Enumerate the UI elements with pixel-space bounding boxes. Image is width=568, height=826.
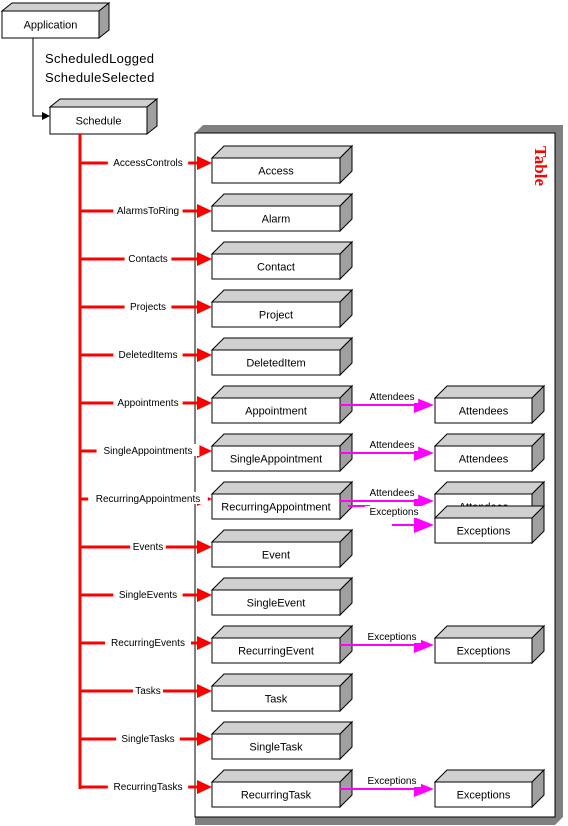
collection-arrowhead (197, 252, 212, 266)
child-arrowhead (414, 397, 434, 413)
recurring-appointment-box[interactable]: RecurringAppointment (210, 480, 354, 521)
application-label: Application (24, 20, 78, 32)
task-box[interactable]: Task (210, 672, 354, 713)
child-exceptions-box[interactable]: Exceptions (433, 624, 546, 665)
child-attendees-box[interactable]: Attendees (433, 384, 546, 425)
application-box[interactable]: Application (0, 1, 111, 40)
task-box-label: Task (265, 694, 288, 706)
table-panel (194, 132, 556, 818)
collection-arrowhead (197, 396, 212, 410)
child-exceptions-box[interactable]: Exceptions (433, 504, 546, 545)
appointment-box-label: Appointment (245, 406, 307, 418)
event-label-schedule-selected: ScheduleSelected (45, 70, 155, 85)
access-box-label: Access (258, 166, 294, 178)
collection-edge-label: DeletedItems (119, 350, 178, 361)
event-label-scheduled-logged: ScheduledLogged (45, 51, 154, 66)
collection-row-appointments: AppointmentsAppointmentAttendeesAttendee… (80, 384, 546, 425)
child-attendees-box-label: Attendees (459, 406, 509, 418)
project-box[interactable]: Project (210, 288, 354, 329)
child-exceptions-box-label: Exceptions (457, 790, 511, 802)
collection-row-recurring-tasks: RecurringTasksRecurringTaskExceptionsExc… (80, 768, 546, 809)
child-arrowhead (414, 493, 434, 509)
child-attendees-box[interactable]: Attendees (433, 432, 546, 473)
contact-box[interactable]: Contact (210, 240, 354, 281)
child-exceptions-box-label: Exceptions (457, 526, 511, 538)
access-box[interactable]: Access (210, 144, 354, 185)
collection-arrowhead (197, 780, 212, 794)
recurring-event-box[interactable]: RecurringEvent (210, 624, 354, 665)
collection-edge-label: RecurringEvents (111, 638, 185, 649)
child-arrowhead (414, 517, 434, 533)
collection-edge-label: SingleTasks (121, 734, 174, 745)
child-edge-label: Exceptions (368, 632, 417, 643)
collection-row-recurring-events: RecurringEventsRecurringEventExceptionsE… (80, 624, 546, 665)
collection-edge-label: Projects (130, 302, 166, 313)
single-task-box[interactable]: SingleTask (210, 720, 354, 761)
table-label: Table (531, 146, 550, 186)
collection-arrowhead (197, 684, 212, 698)
collection-row-recurring-appointments: RecurringAppointmentsRecurringAppointmen… (80, 480, 546, 545)
alarm-box-label: Alarm (262, 214, 291, 226)
deleted-item-box[interactable]: DeletedItem (210, 336, 354, 377)
single-event-box-label: SingleEvent (247, 598, 306, 610)
collection-edge-label: SingleEvents (119, 590, 177, 601)
alarm-box[interactable]: Alarm (210, 192, 354, 233)
project-box-label: Project (259, 310, 293, 322)
child-exceptions-box[interactable]: Exceptions (433, 768, 546, 809)
child-exceptions-box-label: Exceptions (457, 646, 511, 658)
collection-edge-label: AccessControls (113, 158, 182, 169)
collection-edge-label: RecurringTasks (114, 782, 183, 793)
collection-arrowhead (197, 156, 212, 170)
collection-arrowhead (197, 732, 212, 746)
collection-edge-label: AlarmsToRing (117, 206, 179, 217)
child-edge-label: Attendees (369, 392, 414, 403)
collection-edge-label: SingleAppointments (104, 446, 193, 457)
event-box[interactable]: Event (210, 528, 354, 569)
single-appointment-box[interactable]: SingleAppointment (210, 432, 354, 473)
schedule-label: Schedule (76, 116, 122, 128)
deleted-item-box-label: DeletedItem (246, 358, 305, 370)
collection-arrowhead (197, 636, 212, 650)
collection-arrowhead (197, 300, 212, 314)
collection-edge-label: Tasks (135, 686, 161, 697)
collection-arrowhead (197, 348, 212, 362)
schedule-box[interactable]: Schedule (48, 97, 159, 136)
appointment-box[interactable]: Appointment (210, 384, 354, 425)
recurring-event-box-label: RecurringEvent (238, 646, 314, 658)
collection-arrowhead (197, 588, 212, 602)
child-attendees-box-label: Attendees (459, 454, 509, 466)
collection-arrowhead (197, 444, 212, 458)
child-edge-label: Attendees (369, 440, 414, 451)
child-arrowhead (414, 445, 434, 461)
recurring-task-box-label: RecurringTask (241, 790, 312, 802)
recurring-appointment-box-label: RecurringAppointment (221, 502, 330, 514)
child-edge-label: Attendees (369, 488, 414, 499)
collection-edge-label: Contacts (128, 254, 167, 265)
application-schedule-connector (32, 38, 50, 120)
event-box-label: Event (262, 550, 290, 562)
contact-box-label: Contact (257, 262, 295, 274)
single-event-box[interactable]: SingleEvent (210, 576, 354, 617)
collection-arrowhead (197, 540, 212, 554)
single-task-box-label: SingleTask (249, 742, 303, 754)
collection-edge-label: RecurringAppointments (96, 494, 201, 505)
single-appointment-box-label: SingleAppointment (230, 454, 322, 466)
collection-arrowhead (197, 204, 212, 218)
collection-edge-label: Events (133, 542, 164, 553)
child-edge-label: Exceptions (368, 776, 417, 787)
recurring-task-box[interactable]: RecurringTask (210, 768, 354, 809)
collection-edge-label: Appointments (117, 398, 178, 409)
child-edge-label: Exceptions (370, 507, 419, 518)
